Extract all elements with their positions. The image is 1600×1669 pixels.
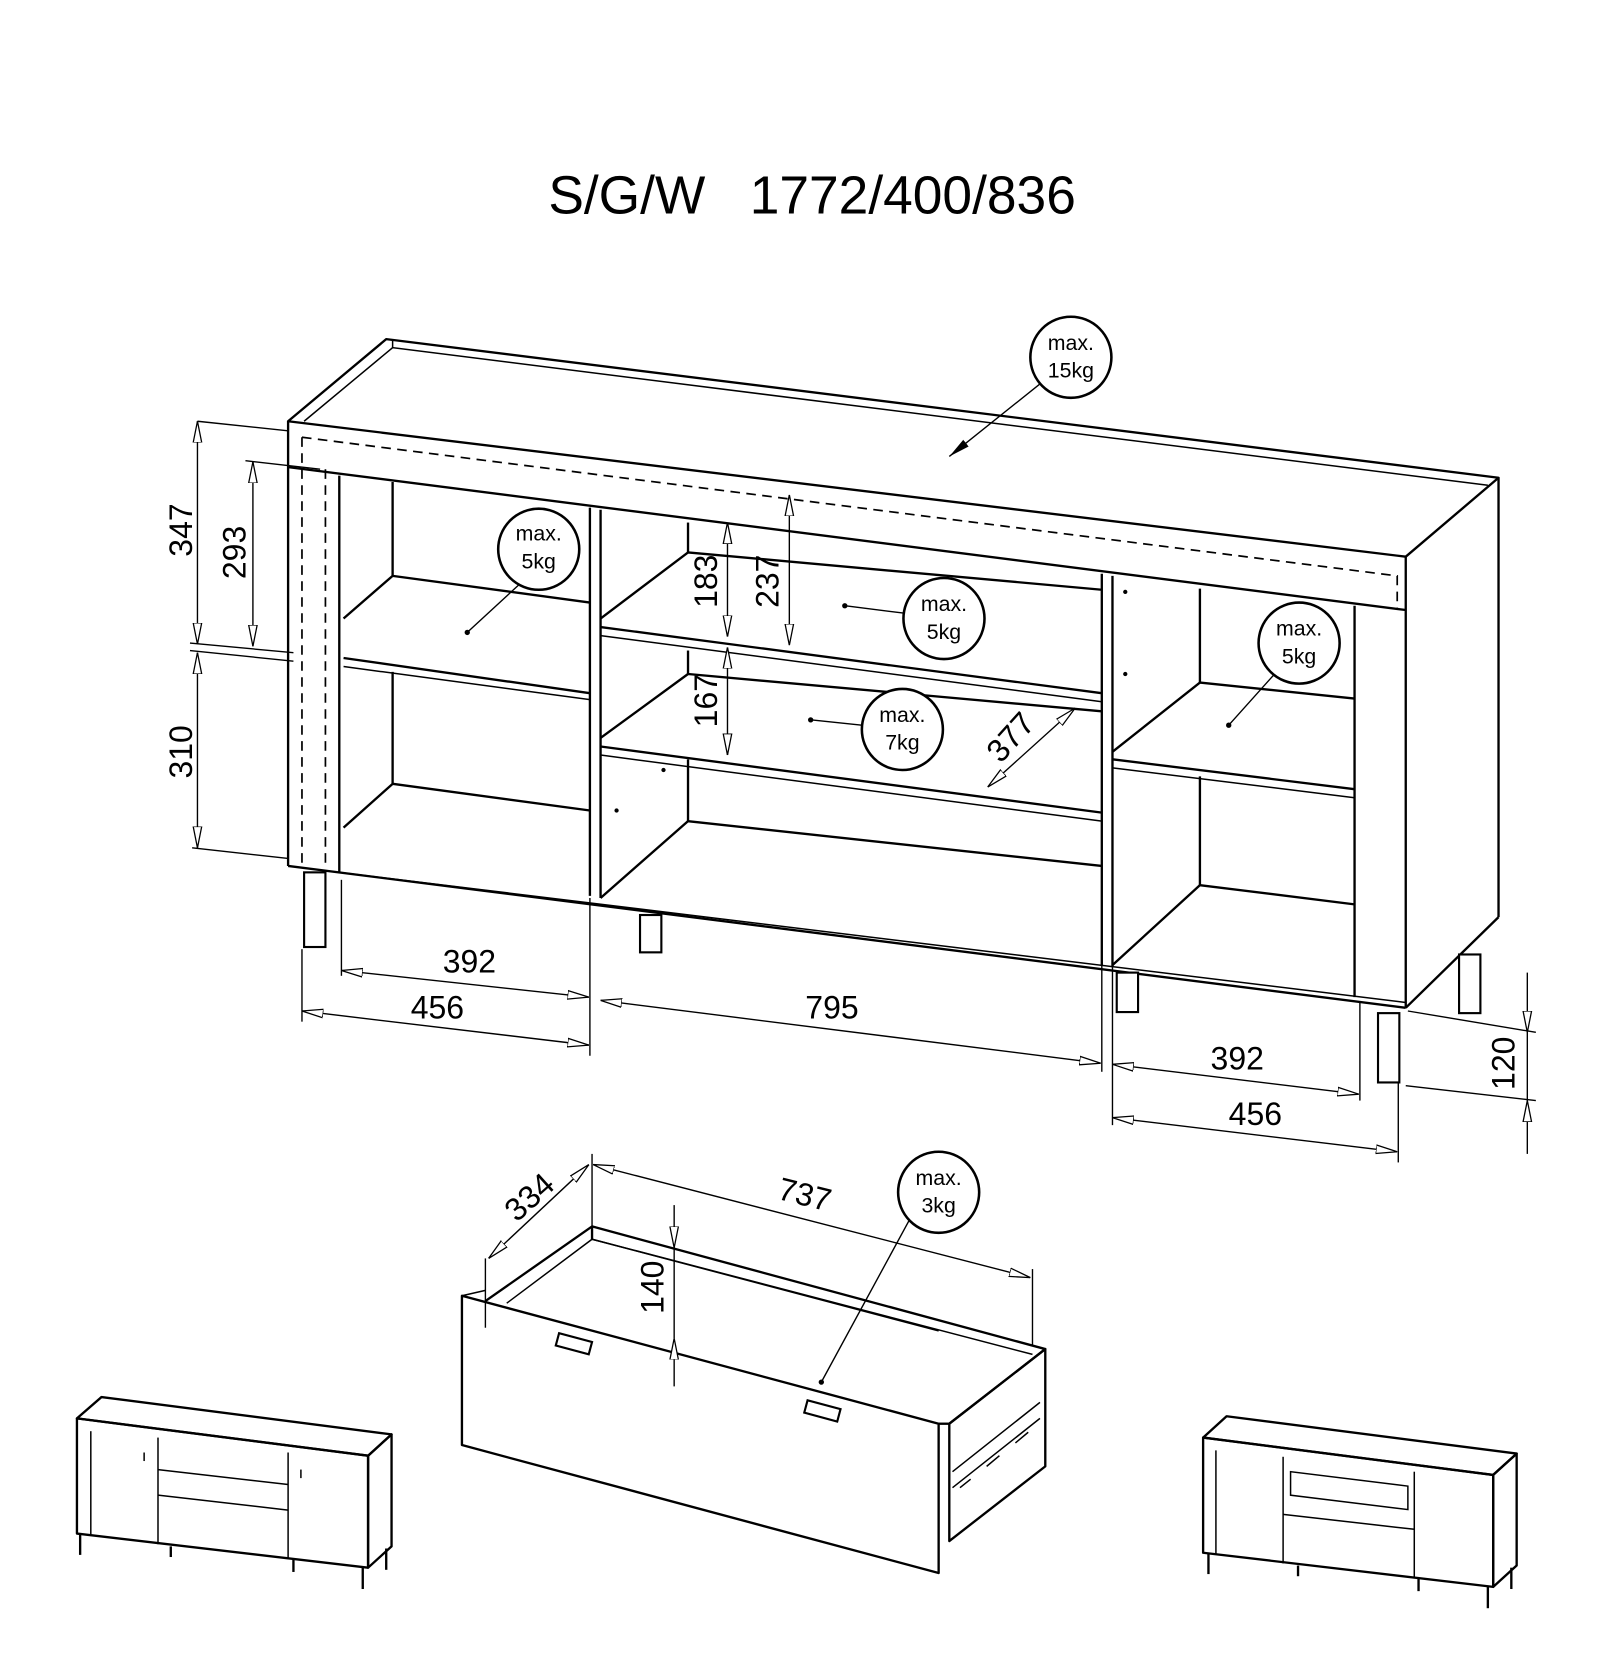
dim-310: 310 (163, 725, 199, 778)
dim-183: 183 (688, 555, 724, 608)
dim-347: 347 (163, 503, 199, 556)
load-label-middle-lower: max. 7kg (807, 687, 945, 772)
svg-text:5kg: 5kg (927, 620, 961, 644)
cabinet-legs (303, 871, 1482, 1084)
dim-167: 167 (688, 674, 724, 727)
dim-456-right: 456 (1229, 1096, 1282, 1132)
dim-392-right: 392 (1211, 1041, 1264, 1077)
dim-795: 795 (805, 989, 858, 1025)
dim-334: 334 (497, 1166, 561, 1228)
dim-456-left: 456 (411, 989, 464, 1025)
dim-293: 293 (216, 526, 252, 579)
vertical-dimensions-left: 347 293 310 (163, 420, 321, 860)
svg-text:5kg: 5kg (1282, 644, 1316, 668)
load-label-top: max. 15kg (948, 315, 1113, 457)
cabinet-open-view (286, 337, 1500, 1009)
dim-120: 120 (1486, 1037, 1522, 1090)
svg-text:max.: max. (921, 592, 967, 616)
load-label-middle-upper: max. 5kg (842, 576, 986, 661)
svg-text:max.: max. (516, 522, 562, 546)
thumbnail-closed-variant-right (1201, 1415, 1518, 1609)
drawer-view: max. 3kg 334 737 140 (460, 1150, 1047, 1575)
svg-text:max.: max. (1276, 617, 1322, 641)
load-label-left-shelf: max. 5kg (464, 507, 581, 636)
svg-text:max.: max. (879, 703, 925, 727)
svg-text:5kg: 5kg (522, 549, 556, 573)
dim-237: 237 (750, 555, 786, 608)
svg-text:7kg: 7kg (885, 731, 919, 755)
dim-392-left: 392 (443, 944, 496, 980)
svg-text:15kg: 15kg (1048, 359, 1094, 383)
svg-text:3kg: 3kg (921, 1194, 955, 1218)
load-label-right-shelf: max. 5kg (1226, 601, 1341, 728)
width-dimensions: 392 456 795 392 456 120 (301, 879, 1536, 1163)
product-title: S/G/W 1772/400/836 (548, 166, 1076, 225)
svg-text:max.: max. (916, 1166, 962, 1190)
thumbnail-closed-variant-left (75, 1395, 393, 1590)
svg-text:max.: max. (1048, 331, 1094, 355)
dim-377: 377 (979, 705, 1041, 769)
dim-140: 140 (634, 1261, 670, 1314)
dim-737: 737 (775, 1170, 835, 1218)
